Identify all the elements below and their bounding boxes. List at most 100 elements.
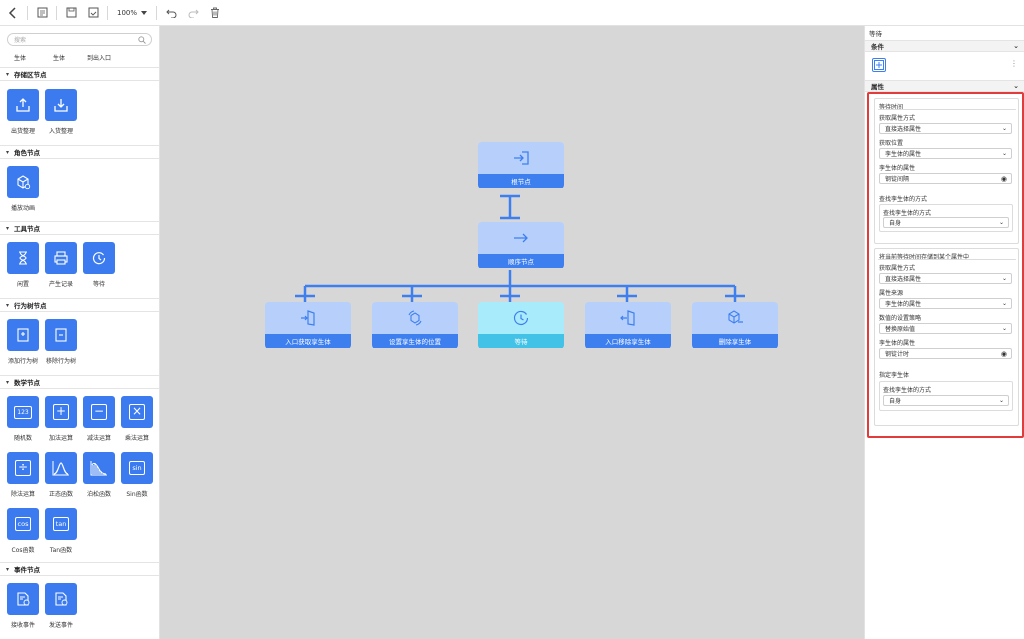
library-node-normal[interactable]: 正态函数: [44, 452, 78, 498]
properties-label: 属性: [871, 83, 884, 91]
get-attribute-method-select[interactable]: 直接选择属性⌄: [879, 123, 1012, 134]
node-label: 闲置: [16, 281, 29, 288]
section-header-role[interactable]: ▾角色节点: [0, 145, 159, 159]
add-icon: +: [45, 396, 77, 428]
twin-attribute-picker[interactable]: 钢锭间隔◉: [879, 173, 1012, 184]
store-wait-time-group: [874, 248, 1019, 426]
chevron-down-icon: ⌄: [1001, 150, 1007, 157]
target-icon[interactable]: ◉: [1000, 174, 1007, 183]
library-node-inbound[interactable]: 入货整理: [44, 89, 78, 135]
toolbar-divider: [107, 5, 108, 20]
tree-node-entry-get-twin[interactable]: 入口获取享生体: [265, 302, 351, 349]
node-label: 等待: [92, 281, 105, 288]
find-twin-method-select[interactable]: 自身⌄: [883, 217, 1009, 228]
library-node-subtract[interactable]: − 减法运算: [82, 396, 116, 442]
twin-attribute-picker-2[interactable]: 钢锭计时◉: [879, 348, 1012, 359]
toolbar-divider: [156, 5, 158, 20]
node-label: Sin函数: [126, 491, 148, 498]
chevron-down-icon: ⌄: [998, 219, 1004, 226]
toolbar-divider: [27, 5, 28, 20]
wait-clock-icon: [478, 302, 564, 334]
node-label: 随机数: [13, 435, 32, 442]
library-node-sin[interactable]: sin Sin函数: [120, 452, 154, 498]
library-node-poisson[interactable]: 泊松函数: [82, 452, 116, 498]
node-label: 泊松函数: [86, 491, 111, 498]
attribute-source-select[interactable]: 孪生体的属性⌄: [879, 298, 1012, 309]
library-node-idle[interactable]: 闲置: [6, 242, 40, 288]
group-title: 将当前等待时间存储到某个属性中: [879, 254, 970, 261]
library-node-play-animation[interactable]: 播放动画: [6, 166, 40, 212]
field-label: 孪生体的属性: [879, 165, 916, 172]
behavior-tree-canvas[interactable]: 根节点 顺序节点 入口获取享生体 设置享生体的位置 等待 入口移除享生体 删除享…: [160, 26, 864, 639]
chevron-down-icon: ⌄: [1001, 300, 1007, 307]
get-attribute-method-select-2[interactable]: 直接选择属性⌄: [879, 273, 1012, 284]
back-icon[interactable]: [2, 2, 24, 24]
save-as-icon[interactable]: [31, 2, 53, 24]
chevron-down-icon: ▾: [6, 70, 10, 78]
field-label: 查找孪生体的方式: [883, 387, 932, 394]
select-value: 替换原始值: [885, 326, 916, 333]
section-header-behavior-tree[interactable]: ▾行为树节点: [0, 298, 159, 312]
highlight-frame: 等待时间 获取属性方式 直接选择属性⌄ 获取位置 孪生体的属性⌄ 孪生体的属性 …: [867, 92, 1024, 438]
library-node-add-tree[interactable]: 添加行为树: [6, 319, 40, 365]
value-strategy-select[interactable]: 替换原始值⌄: [879, 323, 1012, 334]
library-node-multiply[interactable]: × 乘法运算: [120, 396, 154, 442]
tree-node-label: 入口移除享生体: [585, 334, 671, 348]
library-node-divide[interactable]: ÷ 除法运算: [6, 452, 40, 498]
tree-node-entry-remove-twin[interactable]: 入口移除享生体: [585, 302, 671, 349]
target-icon[interactable]: ◉: [1000, 349, 1007, 358]
more-icon[interactable]: ⋮: [1010, 59, 1018, 68]
node-label: 播放动画: [10, 205, 35, 212]
library-node-remove-tree[interactable]: 移除行为树: [44, 319, 78, 365]
library-node-send-event[interactable]: 发送事件: [44, 583, 78, 629]
library-node-random[interactable]: 123 随机数: [6, 396, 40, 442]
search-input[interactable]: 搜索: [7, 33, 152, 46]
tree-node-wait[interactable]: 等待: [478, 302, 564, 349]
undo-icon[interactable]: [160, 2, 182, 24]
connector-lines: [295, 194, 745, 302]
library-node-wait[interactable]: 等待: [82, 242, 116, 288]
find-twin-method-select-2[interactable]: 自身⌄: [883, 395, 1009, 406]
add-condition-button[interactable]: [872, 58, 886, 72]
library-node-record[interactable]: 产生记录: [44, 242, 78, 288]
section-header-tools[interactable]: ▾工具节点: [0, 221, 159, 235]
tree-node-sequence[interactable]: 顺序节点: [478, 222, 564, 269]
section-header-math[interactable]: ▾数学节点: [0, 375, 159, 389]
tree-node-label: 入口获取享生体: [265, 334, 351, 348]
library-node-receive-event[interactable]: 接收事件: [6, 583, 40, 629]
conditions-header[interactable]: 条件 ⌄: [865, 40, 1024, 52]
zoom-value: 100%: [117, 8, 138, 17]
chevron-down-icon: ⌄: [1013, 42, 1019, 50]
section-header-storage[interactable]: ▾存储区节点: [0, 67, 159, 81]
zoom-select[interactable]: 100%: [111, 9, 153, 17]
save-local-icon[interactable]: [82, 2, 104, 24]
tree-node-delete-twin[interactable]: 删除享生体: [692, 302, 778, 349]
library-node-cos[interactable]: cos Cos函数: [6, 508, 40, 554]
get-position-select[interactable]: 孪生体的属性⌄: [879, 148, 1012, 159]
trash-icon[interactable]: [204, 2, 226, 24]
field-label: 获取属性方式: [879, 115, 916, 122]
wait-clock-icon: [83, 242, 115, 274]
node-label: 移除行为树: [45, 358, 76, 365]
node-label: Cos函数: [11, 547, 35, 554]
tree-node-root[interactable]: 根节点: [478, 142, 564, 189]
save-icon[interactable]: [60, 2, 82, 24]
field-label: 孪生体的属性: [879, 340, 916, 347]
library-node-tan[interactable]: tan Tan函数: [44, 508, 78, 554]
node-label: 出货整理: [10, 128, 35, 135]
properties-header[interactable]: 属性 ⌄: [865, 80, 1024, 92]
library-node-add[interactable]: + 加法运算: [44, 396, 78, 442]
tree-node-label: 删除享生体: [692, 334, 778, 348]
panel-title: 等待: [869, 30, 882, 38]
chevron-down-icon: ⌄: [1001, 125, 1007, 132]
glyph-times: ×: [129, 404, 145, 420]
tree-node-set-position[interactable]: 设置享生体的位置: [372, 302, 458, 349]
library-node-outbound[interactable]: 出货整理: [6, 89, 40, 135]
glyph-divide: ÷: [15, 460, 31, 476]
field-label: 查找孪生体的方式: [883, 210, 932, 217]
chevron-down-icon: ⌄: [1013, 82, 1019, 90]
download-icon: [45, 89, 77, 121]
section-header-event[interactable]: ▾事件节点: [0, 562, 159, 576]
node-label: 接收事件: [10, 622, 35, 629]
redo-icon[interactable]: [182, 2, 204, 24]
